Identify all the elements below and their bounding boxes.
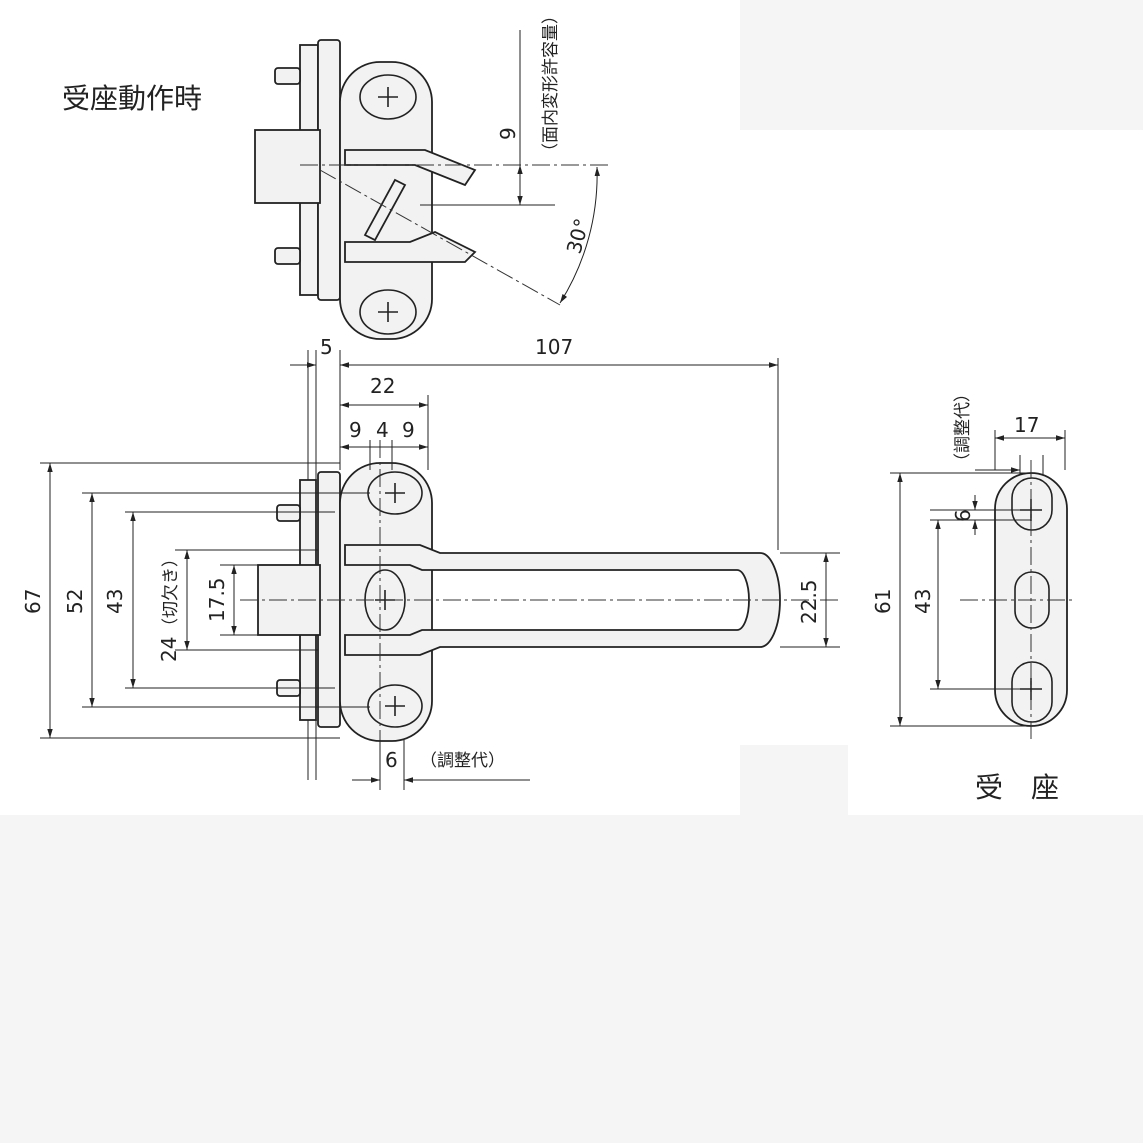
screw-icon — [378, 302, 398, 322]
screw-icon — [385, 483, 405, 503]
dim-5: 5 — [320, 335, 333, 359]
notch-note: （切欠き） — [161, 550, 181, 635]
dim-24: 24 — [157, 637, 181, 662]
dim-52: 52 — [63, 589, 87, 614]
dim-6: 6 — [385, 748, 398, 772]
deform-note: （面内変形許容量） — [541, 7, 561, 160]
receiver-dim-17: 17 — [1014, 413, 1039, 437]
adjust-note: （調整代） — [420, 751, 505, 771]
receiver-dim-43: 43 — [911, 589, 935, 614]
screw-icon — [385, 696, 405, 716]
dim-17-5: 17.5 — [205, 577, 229, 622]
receiver-adjust-note: （調整代） — [953, 385, 973, 470]
dim-67: 67 — [21, 589, 45, 614]
paper-right — [740, 130, 1143, 745]
paper-right-bottom — [848, 745, 1143, 815]
dim-22: 22 — [370, 374, 395, 398]
receiver-view-drawing — [890, 430, 1075, 740]
top-view-title: 受座動作時 — [62, 82, 202, 115]
main-view-drawing — [40, 350, 840, 790]
top-view-drawing — [254, 30, 610, 340]
screw-icon — [378, 87, 398, 107]
dim-22-5: 22.5 — [797, 579, 821, 624]
receiver-dim-6: 6 — [951, 509, 975, 522]
dim-deform: 9 — [496, 127, 520, 140]
receiver-title: 受 座 — [975, 771, 1059, 804]
dim-9-right: 9 — [402, 418, 415, 442]
dim-4: 4 — [376, 418, 389, 442]
dim-43: 43 — [103, 589, 127, 614]
dim-9-left: 9 — [349, 418, 362, 442]
receiver-dim-61: 61 — [871, 589, 895, 614]
dim-107: 107 — [535, 335, 573, 359]
